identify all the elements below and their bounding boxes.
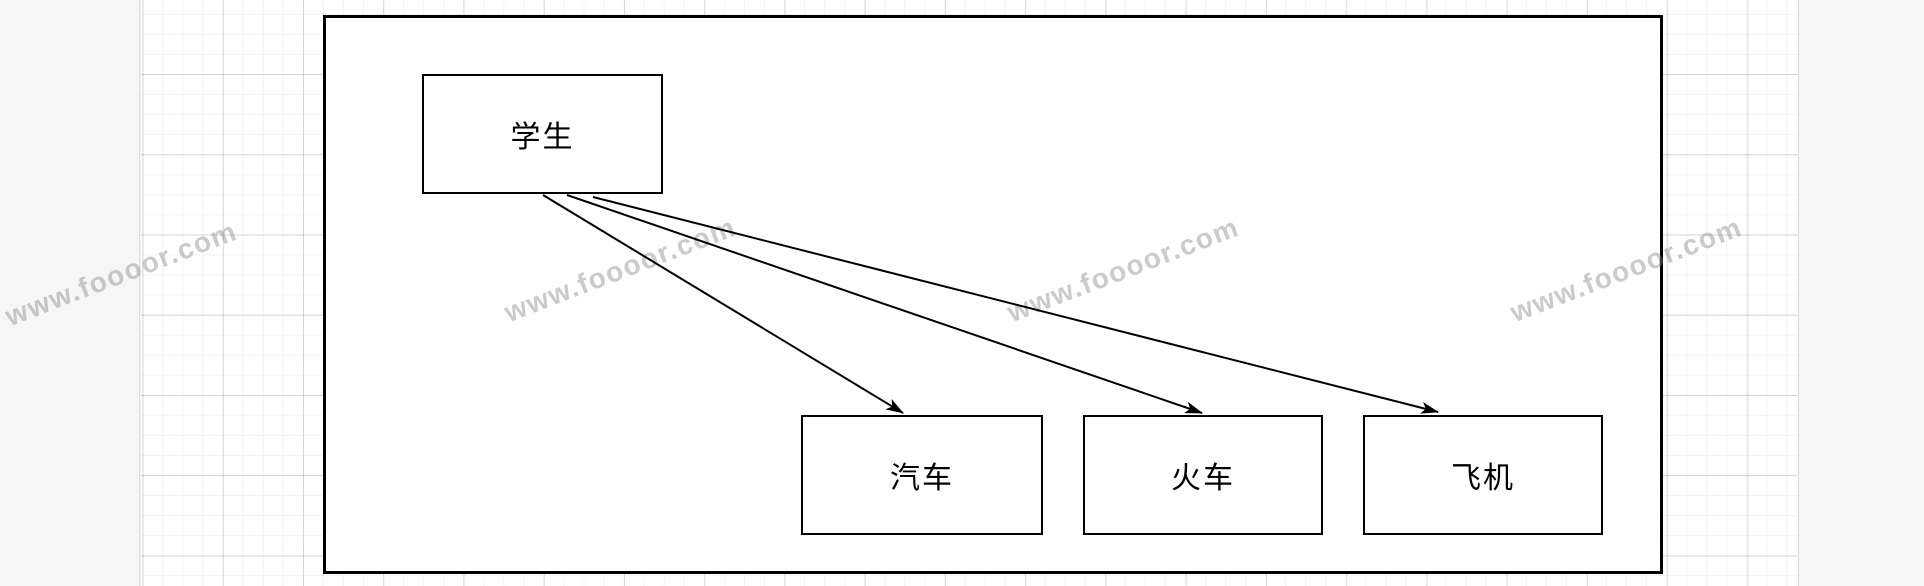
canvas-right-margin: [1798, 0, 1924, 586]
node-train-label: 火车: [1171, 462, 1235, 495]
node-car[interactable]: 汽车: [801, 415, 1043, 535]
node-student-label: 学生: [510, 121, 575, 154]
node-car-label: 汽车: [890, 462, 954, 495]
node-plane[interactable]: 飞机: [1363, 415, 1603, 535]
node-plane-label: 飞机: [1451, 462, 1515, 495]
node-student[interactable]: 学生: [422, 74, 663, 194]
node-train[interactable]: 火车: [1083, 415, 1323, 535]
canvas-left-margin: [0, 0, 140, 586]
